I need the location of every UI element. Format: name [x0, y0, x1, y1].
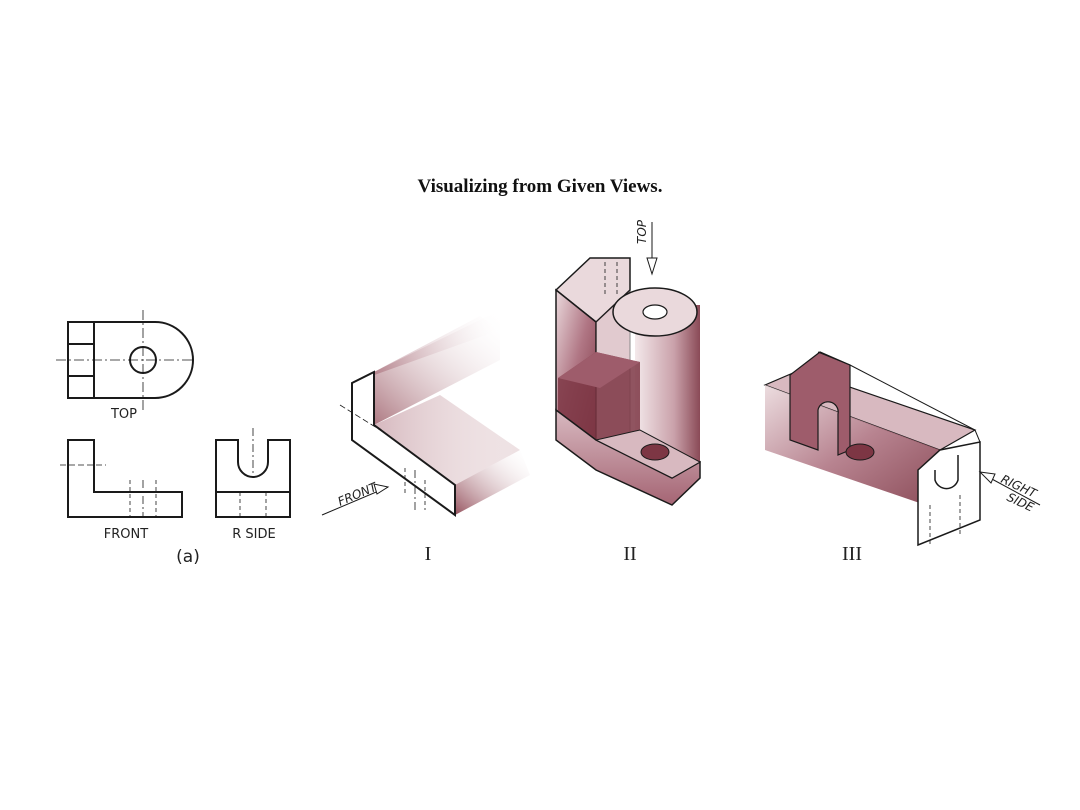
pictorial-one — [321, 310, 530, 517]
part-label: (a) — [176, 547, 200, 567]
figure-title: Visualizing from Given Views. — [417, 176, 663, 197]
front-view-label: FRONT — [104, 527, 148, 542]
right-side-view-label: R SIDE — [232, 527, 275, 542]
numeral-one: I — [425, 543, 432, 565]
front-view — [60, 439, 183, 518]
top-view-label: TOP — [110, 407, 137, 422]
pictorial-three — [763, 351, 1041, 547]
numeral-three: III — [842, 543, 862, 565]
top-arrow-label: TOP — [635, 219, 649, 244]
numeral-two: II — [623, 543, 636, 565]
right-side-view — [215, 428, 291, 518]
top-view — [56, 310, 194, 410]
front-arrow-label: FRONT — [336, 479, 381, 509]
pictorial-two — [554, 222, 702, 506]
